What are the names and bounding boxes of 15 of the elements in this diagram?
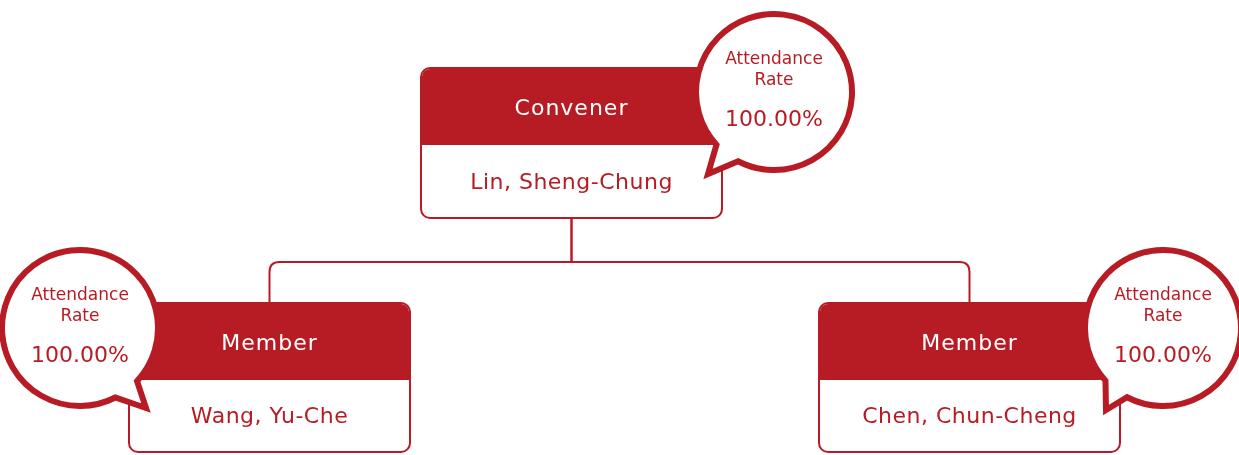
rate-value: 100.00% xyxy=(30,342,130,368)
rate-caption: Attendance Rate xyxy=(724,48,824,90)
rate-caption: Attendance Rate xyxy=(1113,284,1213,326)
connector-line xyxy=(570,218,971,303)
person-name: Lin, Sheng-Chung xyxy=(470,168,673,194)
person-card xyxy=(420,67,723,219)
person-name: Wang, Yu-Che xyxy=(190,403,349,428)
rate-value: 100.00% xyxy=(1113,342,1213,368)
role-title: Member xyxy=(221,329,318,355)
rate-caption: Attendance Rate xyxy=(30,284,130,326)
rate-value: 100.00% xyxy=(724,106,824,132)
role-title: Convener xyxy=(514,94,629,120)
person-card xyxy=(128,302,411,453)
role-title: Member xyxy=(921,329,1018,355)
person-name: Chen, Chun-Cheng xyxy=(862,403,1077,428)
